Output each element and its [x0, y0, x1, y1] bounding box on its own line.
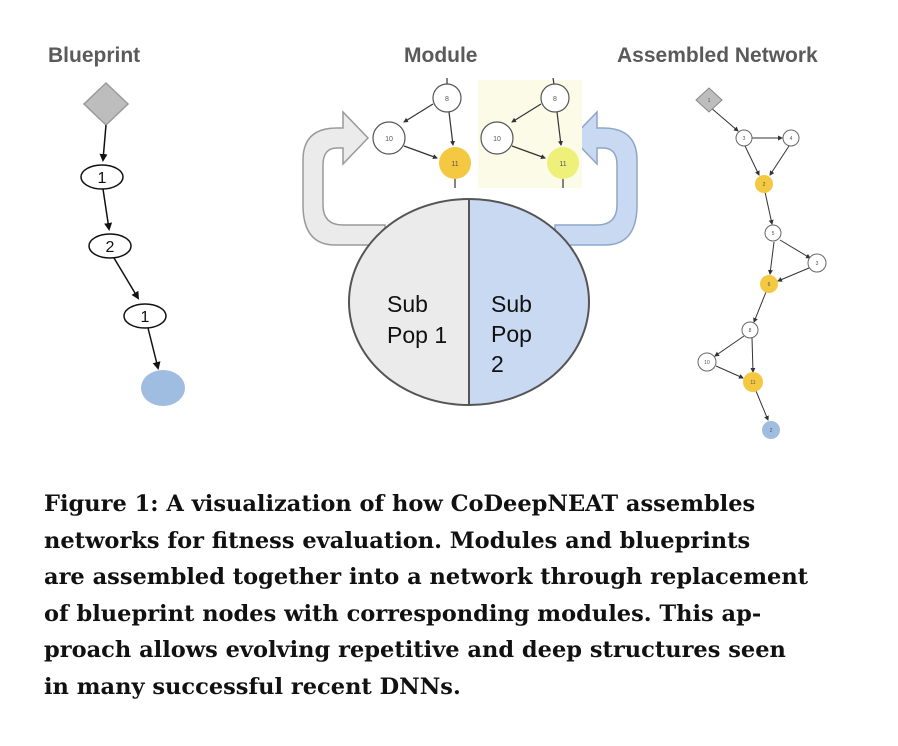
caption-line: are assembled together into a network th…: [44, 564, 809, 590]
subpop2-label-line1: Sub: [491, 291, 532, 317]
assembled-node: [807, 253, 827, 273]
assembled-node: [764, 224, 782, 242]
caption-line: Figure 1: A visualization of how CoDeepN…: [44, 491, 756, 517]
module-edge: [556, 111, 564, 146]
module-title: Module: [404, 44, 478, 67]
module-edge: [403, 103, 434, 123]
module-node-label: 11: [559, 161, 566, 168]
assembled-network-graph: 1 3 4 2 5 3 6 8 10 11 2: [695, 87, 827, 439]
assembled-node-label: 4: [790, 136, 793, 142]
subpop1-region: [349, 199, 469, 405]
module-node-label: 8: [445, 96, 449, 103]
subpop2-label-line3: 2: [491, 351, 504, 377]
figure-caption: Figure 1: A visualization of how CoDeepN…: [44, 486, 850, 705]
module-node: [480, 121, 514, 155]
assembled-node: [755, 175, 773, 193]
assembled-node-label: 2: [763, 182, 766, 188]
assembled-node-label: 10: [704, 360, 710, 366]
caption-line: in many successful recent DNNs.: [44, 673, 461, 700]
module-node: [432, 83, 462, 113]
subpop2-region: [469, 199, 589, 405]
module-node: [540, 83, 570, 113]
assembled-node-label: 3: [816, 261, 819, 267]
assembled-input-diamond: [695, 87, 723, 113]
module-edge: [511, 145, 546, 159]
blueprint-input-diamond: [82, 81, 130, 127]
module-b: 8 10 11: [478, 77, 582, 188]
assembled-node: [735, 129, 753, 147]
module-node-label: 10: [493, 136, 501, 143]
module-node: [547, 147, 579, 179]
blueprint-edge: [102, 188, 113, 231]
assembled-node-label: 6: [768, 282, 771, 288]
module-node-label: 8: [553, 96, 557, 103]
module-edge: [403, 145, 438, 159]
assembled-edge: [744, 145, 760, 176]
assembled-node-label: 2: [770, 428, 773, 434]
assembled-network-title: Assembled Network: [617, 44, 818, 67]
figure: Blueprint Module Assembled Network 1 2 1: [48, 44, 827, 439]
assembled-edge: [779, 239, 811, 259]
assembled-edge: [777, 267, 810, 282]
assembled-edge: [769, 145, 790, 176]
subpop2-label-line2: Pop: [491, 321, 532, 347]
assembled-edge: [768, 241, 775, 275]
assembled-node: [741, 321, 759, 339]
assembled-edge: [764, 191, 774, 225]
assembled-node: [697, 352, 717, 372]
blueprint-edge: [113, 257, 140, 300]
assembled-output-node: [762, 421, 780, 439]
blueprint-node-label: 1: [98, 170, 107, 187]
assembled-node-label: 11: [750, 380, 755, 386]
assembled-node-label: 3: [743, 136, 746, 142]
module-a: 8 10 11: [372, 78, 471, 188]
module-edge: [511, 103, 542, 123]
blueprint-node-1: [80, 164, 124, 190]
blueprint-title: Blueprint: [48, 44, 141, 67]
blueprint-output-node: [141, 370, 185, 406]
assembled-edge: [753, 291, 767, 323]
blueprint-edge: [147, 327, 161, 370]
assembled-node-label: 8: [749, 328, 752, 334]
assembled-node: [782, 129, 800, 147]
figure-diagram: 1 2 1 Sub Pop 1 Sub Pop 2: [80, 77, 827, 439]
blueprint-node-3: [123, 303, 167, 329]
module-node: [439, 147, 471, 179]
caption-line: networks for fitness evaluation. Modules…: [44, 527, 751, 554]
assembled-edge: [715, 365, 744, 379]
caption-line: of blueprint nodes with corresponding mo…: [44, 600, 762, 627]
blueprint-node-2: [88, 233, 132, 259]
blueprint-graph: 1 2 1: [80, 81, 185, 406]
subpop1-label-line2: Pop 1: [387, 322, 447, 348]
assembled-edge: [755, 390, 769, 421]
module-graph: Sub Pop 1 Sub Pop 2 8 10 11: [302, 77, 638, 406]
assembled-node-label: 5: [772, 231, 775, 237]
assembled-node-label: 1: [708, 98, 711, 104]
module-edge: [448, 111, 456, 146]
left-cycle-arrow: [302, 110, 386, 246]
module-node-label: 11: [451, 161, 458, 168]
assembled-node: [760, 275, 778, 293]
module-node: [372, 121, 406, 155]
blueprint-node-label: 1: [141, 309, 150, 326]
blueprint-node-label: 2: [106, 239, 115, 256]
assembled-edge: [709, 106, 739, 132]
assembled-node: [743, 372, 763, 392]
subpop1-label-line1: Sub: [387, 291, 428, 317]
assembled-edge: [714, 335, 745, 357]
module-node-label: 10: [385, 136, 393, 143]
caption-line: proach allows evolving repetitive and de…: [44, 637, 786, 663]
blueprint-edge: [99, 124, 108, 162]
assembled-edge: [750, 337, 756, 373]
